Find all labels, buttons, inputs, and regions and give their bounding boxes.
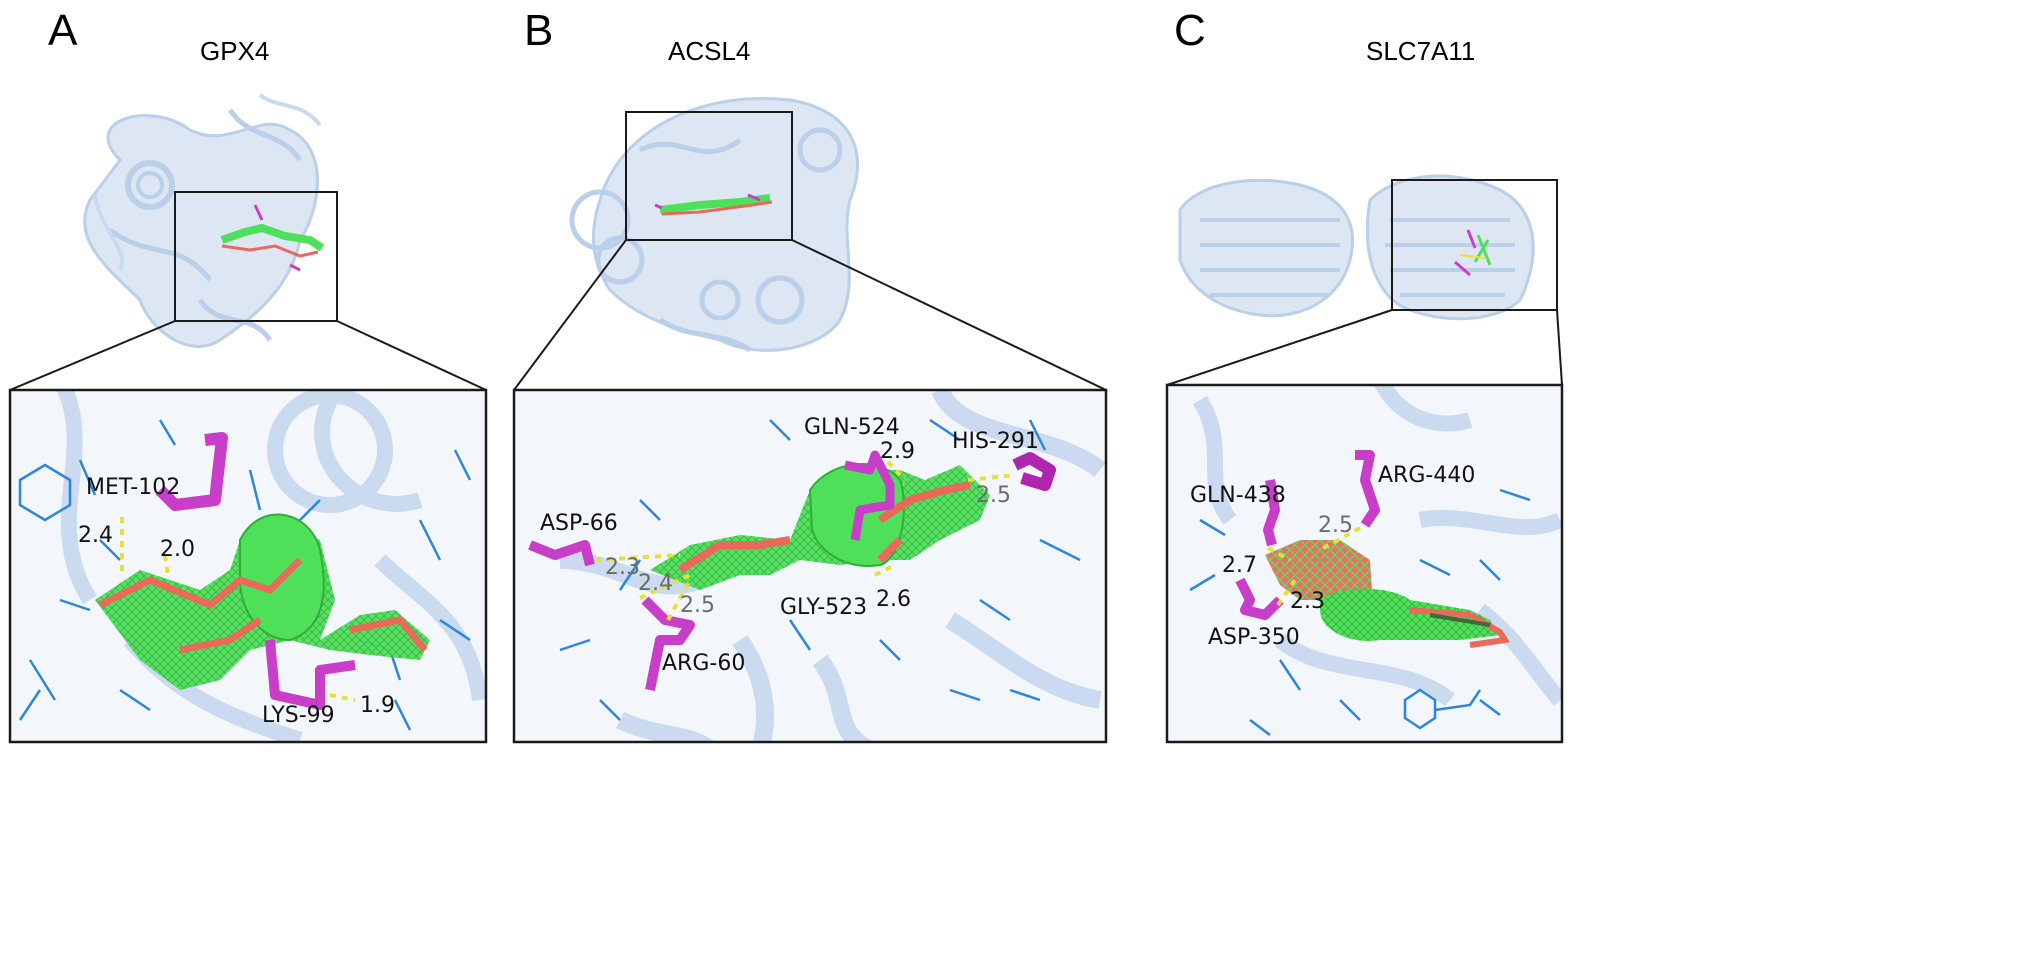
panel-b-zoom-box	[625, 111, 793, 241]
panel-c-callout-line-left	[1166, 309, 1393, 386]
panel-a-protein-overview	[83, 93, 322, 348]
distance-label: 2.5	[976, 483, 1011, 508]
panel-a-zoom-box	[174, 191, 338, 322]
residue-label-gln-438: GLN-438	[1190, 483, 1286, 508]
panel-a-callout-line-left	[9, 320, 176, 391]
panel-c-ligand-thumbnail	[1454, 229, 1492, 277]
residue-label-lys-99: LYS-99	[262, 703, 335, 728]
panel-a-zoom-frame	[8, 388, 488, 744]
panel-c-zoom-frame	[1165, 383, 1564, 744]
panel-c-title: SLC7A11	[1366, 36, 1476, 66]
residue-label-met-102: MET-102	[86, 475, 180, 500]
residue-label-asp-350: ASP-350	[1208, 625, 1300, 650]
panel-c-zoom-box	[1391, 179, 1558, 311]
residue-label-arg-440: ARG-440	[1378, 463, 1475, 488]
distance-label: 2.5	[680, 593, 715, 618]
distance-label: 1.9	[360, 693, 395, 718]
distance-label: 2.9	[880, 439, 915, 464]
residue-label-his-291: HIS-291	[952, 429, 1039, 454]
distance-label: 2.7	[1222, 553, 1257, 578]
distance-label: 2.4	[78, 523, 113, 548]
panel-c-callout-line-right	[1556, 309, 1563, 386]
distance-label: 2.3	[1290, 589, 1325, 614]
panel-a-title: GPX4	[200, 36, 270, 66]
distance-label: 2.5	[1318, 513, 1353, 538]
panel-b-title: ACSL4	[668, 36, 751, 66]
panel-b-ligand-thumbnail	[654, 193, 773, 216]
residue-label-asp-66: ASP-66	[540, 511, 618, 536]
panel-b-zoom-frame	[512, 388, 1108, 744]
residue-label-arg-60: ARG-60	[662, 651, 745, 676]
panel-b-protein-overview	[569, 97, 859, 353]
panel-b-callout-line-left	[513, 239, 627, 391]
distance-label: 2.6	[876, 587, 911, 612]
panel-c-zoom-view	[1167, 385, 1562, 742]
panel-a-letter: A	[48, 6, 78, 55]
panel-b-zoom-view	[514, 390, 1106, 742]
distance-label: 2.4	[638, 571, 673, 596]
panel-a-ligand-thumbnail	[220, 204, 325, 272]
panel-c-protein-overview	[1178, 174, 1535, 321]
distance-label: 2.0	[160, 537, 195, 562]
panel-a-zoom-view	[10, 390, 486, 742]
panel-c-letter: C	[1174, 6, 1206, 55]
panel-b-callout-line-right	[791, 239, 1107, 391]
distance-label: 2.3	[605, 555, 640, 580]
panel-a-callout-line-right	[336, 320, 487, 391]
residue-label-gly-523: GLY-523	[780, 595, 867, 620]
panel-b-letter: B	[524, 6, 554, 55]
residue-label-gln-524: GLN-524	[804, 415, 900, 440]
